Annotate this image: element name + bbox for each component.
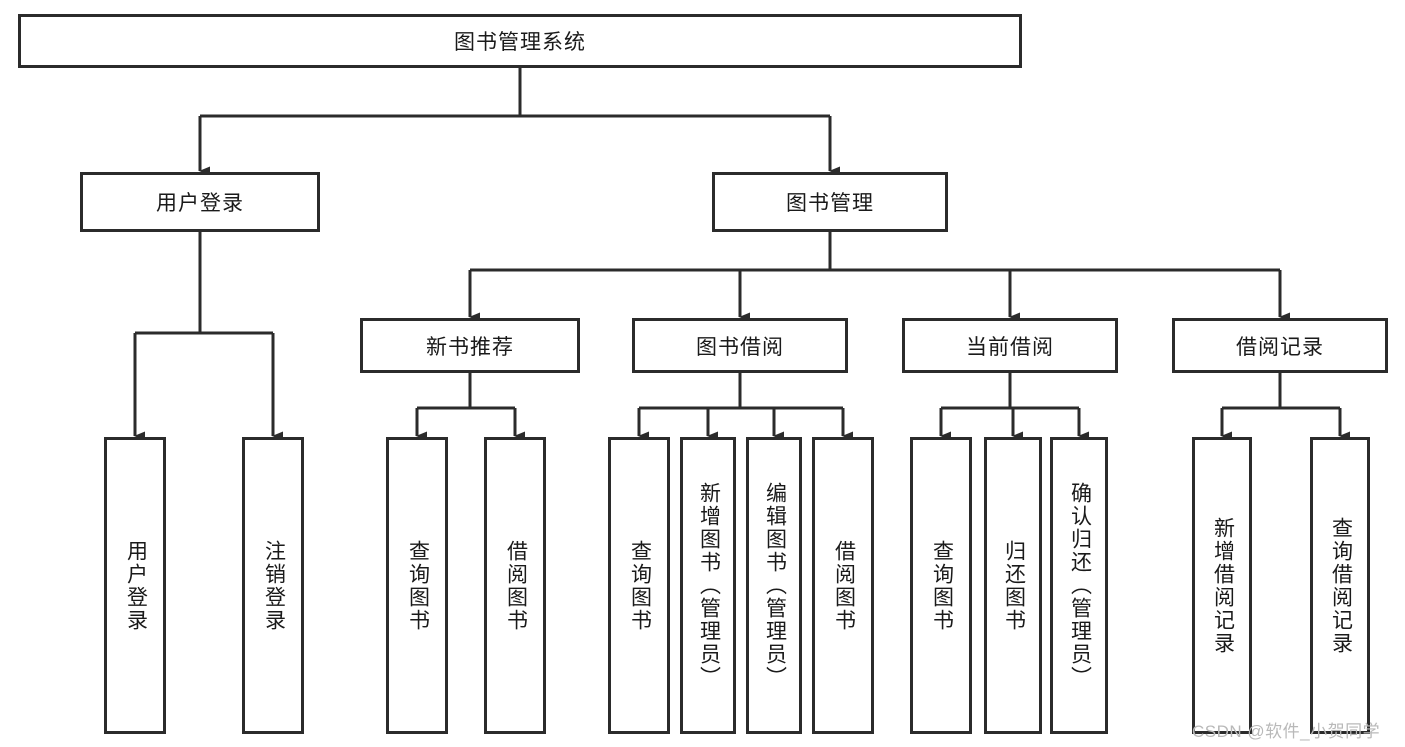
node-label: 用户登录 bbox=[124, 539, 148, 632]
node-label: 新书推荐 bbox=[426, 335, 514, 359]
node-user-login[interactable]: 用户登录 bbox=[80, 172, 320, 232]
node-label: 图书借阅 bbox=[696, 335, 784, 359]
node-book-management[interactable]: 图书管理 bbox=[712, 172, 948, 232]
node-label: 新增图书（管理员） bbox=[697, 482, 721, 689]
node-label: 新增借阅记录 bbox=[1211, 516, 1235, 655]
node-borrow-record[interactable]: 借阅记录 bbox=[1172, 318, 1388, 373]
node-label: 借阅图书 bbox=[504, 539, 528, 632]
node-label: 查询图书 bbox=[406, 539, 430, 632]
node-label: 用户登录 bbox=[156, 192, 244, 215]
leaf-query-book-recommend[interactable]: 查询图书 bbox=[386, 437, 448, 734]
leaf-edit-book-admin[interactable]: 编辑图书（管理员） bbox=[746, 437, 802, 734]
node-label: 查询借阅记录 bbox=[1329, 516, 1353, 655]
node-label: 当前借阅 bbox=[966, 335, 1054, 359]
node-label: 查询图书 bbox=[930, 539, 954, 632]
leaf-borrow-book[interactable]: 借阅图书 bbox=[812, 437, 874, 734]
node-new-book-recommend[interactable]: 新书推荐 bbox=[360, 318, 580, 373]
node-label: 注销登录 bbox=[262, 539, 286, 632]
leaf-borrow-book-recommend[interactable]: 借阅图书 bbox=[484, 437, 546, 734]
node-label: 确认归还（管理员） bbox=[1068, 482, 1092, 689]
node-label: 编辑图书（管理员） bbox=[763, 482, 787, 689]
leaf-logout-login[interactable]: 注销登录 bbox=[242, 437, 304, 734]
node-label: 归还图书 bbox=[1002, 539, 1026, 632]
node-label: 借阅图书 bbox=[832, 539, 856, 632]
node-label: 图书管理系统 bbox=[454, 31, 586, 54]
leaf-query-book-current[interactable]: 查询图书 bbox=[910, 437, 972, 734]
leaf-confirm-return-admin[interactable]: 确认归还（管理员） bbox=[1050, 437, 1108, 734]
node-label: 图书管理 bbox=[786, 192, 874, 215]
leaf-user-login[interactable]: 用户登录 bbox=[104, 437, 166, 734]
leaf-return-book[interactable]: 归还图书 bbox=[984, 437, 1042, 734]
node-current-borrow[interactable]: 当前借阅 bbox=[902, 318, 1118, 373]
node-book-borrow[interactable]: 图书借阅 bbox=[632, 318, 848, 373]
node-root-system[interactable]: 图书管理系统 bbox=[18, 14, 1022, 68]
node-label: 借阅记录 bbox=[1236, 335, 1324, 359]
leaf-add-borrow-record[interactable]: 新增借阅记录 bbox=[1192, 437, 1252, 734]
leaf-add-book-admin[interactable]: 新增图书（管理员） bbox=[680, 437, 736, 734]
leaf-query-book-borrow[interactable]: 查询图书 bbox=[608, 437, 670, 734]
leaf-query-borrow-record[interactable]: 查询借阅记录 bbox=[1310, 437, 1370, 734]
node-label: 查询图书 bbox=[628, 539, 652, 632]
